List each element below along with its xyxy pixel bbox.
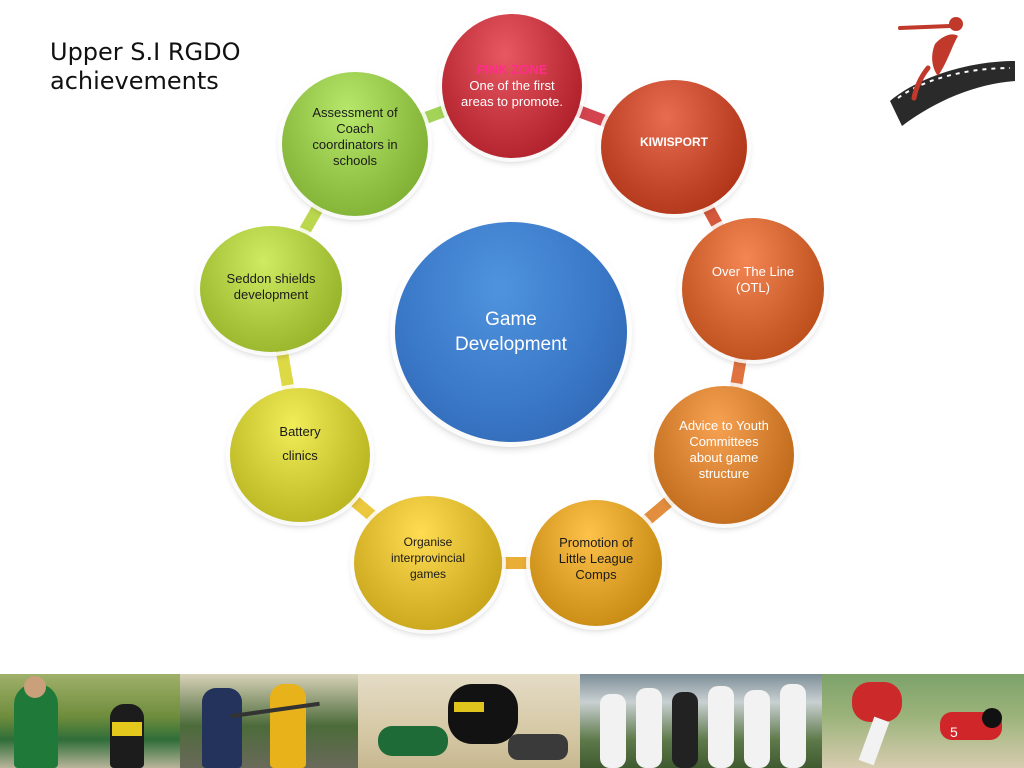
node-interprovincial: Organise interprovincial games bbox=[354, 496, 502, 630]
softball-logo-icon bbox=[890, 17, 1015, 126]
photo-batter bbox=[180, 674, 358, 768]
node-seddon-shields: Seddon shields development bbox=[200, 226, 342, 352]
interprovincial-label: Organise interprovincial games bbox=[390, 535, 466, 581]
advice-youth-label: Advice to Youth Committees about game st… bbox=[679, 418, 769, 481]
kiwisport-label: KIWISPORT bbox=[640, 135, 708, 149]
little-league-label: Promotion of Little League Comps bbox=[558, 535, 634, 582]
node-little-league: Promotion of Little League Comps bbox=[530, 500, 662, 626]
photo-strip bbox=[0, 674, 1024, 768]
center-label: Game Development bbox=[455, 309, 567, 355]
node-over-the-line: Over The Line (OTL) bbox=[682, 218, 824, 360]
center-node-game-development: Game Development bbox=[395, 222, 627, 442]
photo-player-sliding bbox=[822, 674, 1024, 768]
seddon-shields-label: Seddon shields development bbox=[226, 271, 316, 302]
title-line-1: Upper S.I RGDO bbox=[50, 38, 241, 66]
node-pink-zone: PINK ZONE One of the first areas to prom… bbox=[442, 14, 582, 158]
pink-zone-heading: PINK ZONE bbox=[476, 62, 548, 77]
node-advice-youth: Advice to Youth Committees about game st… bbox=[654, 386, 794, 524]
over-the-line-label: Over The Line (OTL) bbox=[711, 264, 795, 295]
node-kiwisport: KIWISPORT bbox=[601, 80, 747, 214]
pink-zone-label: One of the first areas to promote. bbox=[461, 78, 563, 109]
photo-softball-players-1 bbox=[0, 674, 180, 768]
coach-coordinators-label: Assessment of Coach coordinators in scho… bbox=[312, 105, 398, 168]
battery-clinics-label-2: clinics bbox=[282, 448, 318, 463]
node-coach-coordinators: Assessment of Coach coordinators in scho… bbox=[282, 72, 428, 216]
slide-number: 5 bbox=[950, 724, 958, 740]
node-battery-clinics: Battery clinics bbox=[230, 388, 370, 522]
photo-slide-at-base bbox=[358, 674, 580, 768]
title-line-2: achievements bbox=[50, 67, 219, 95]
slide-title: Upper S.I RGDO achievements bbox=[50, 38, 241, 96]
battery-clinics-label: Battery bbox=[279, 424, 321, 439]
photo-team-cheering bbox=[580, 674, 822, 768]
